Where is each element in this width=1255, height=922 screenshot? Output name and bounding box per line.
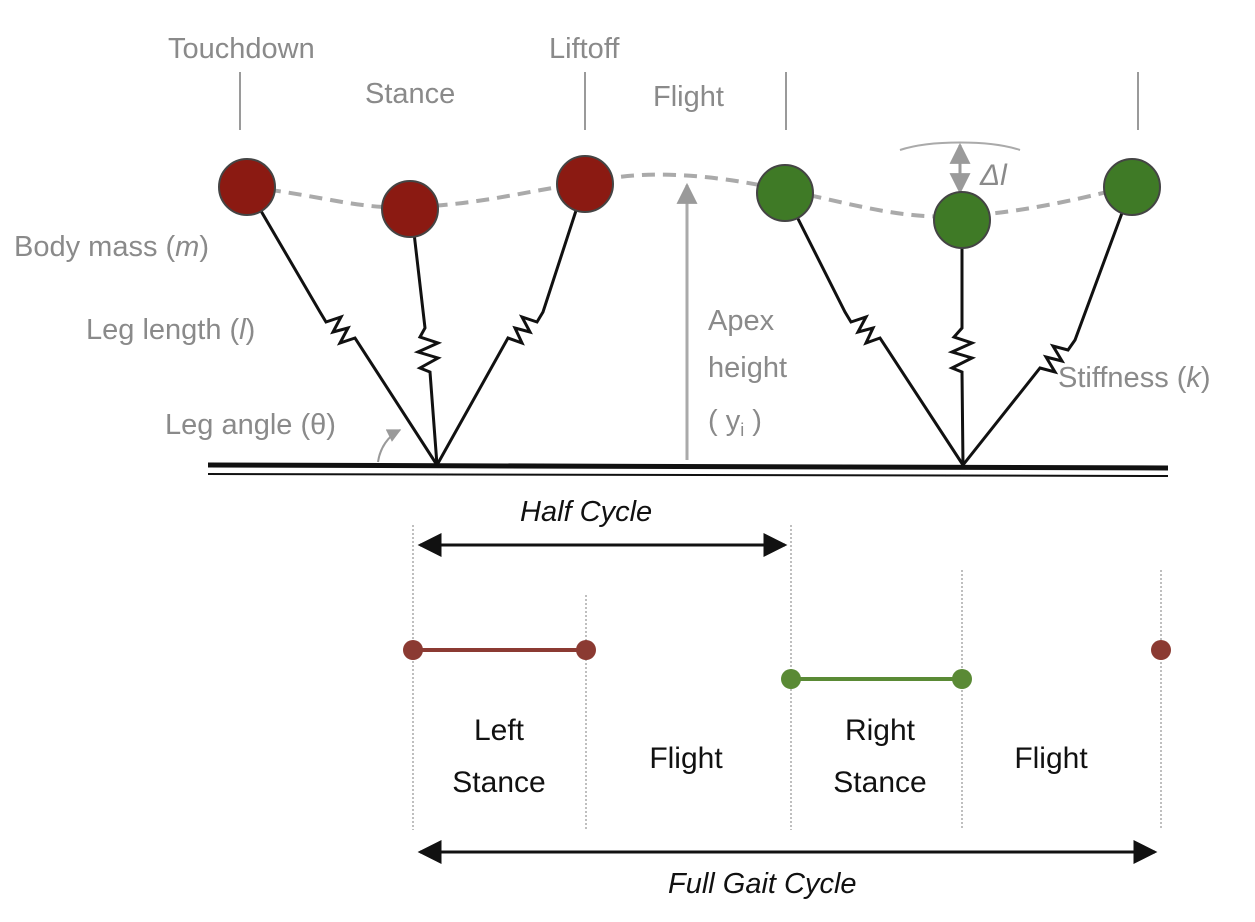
flight-label-1: Flight (649, 742, 723, 775)
apex-label-line3: ( yi ) (708, 405, 762, 440)
apex-label-line2: height (708, 352, 787, 384)
body-mass-liftoff (556, 155, 614, 213)
leg-angle-label: Leg angle (θ) (165, 409, 336, 441)
stance-label: Stance (365, 78, 455, 110)
next-touchdown-dot (1151, 640, 1171, 660)
half-cycle-label: Half Cycle (520, 496, 652, 528)
leg-angle-arc (377, 429, 402, 463)
body-mass-midstance-right (933, 191, 991, 249)
leg-midstance-right (947, 218, 977, 466)
right-legs (783, 185, 1134, 466)
left-stance-label-line2: Stance (452, 766, 545, 799)
flight-label-2: Flight (1014, 742, 1088, 775)
right-masses (756, 158, 1161, 249)
leg-liftoff (435, 182, 587, 466)
leg-midstance (409, 206, 443, 466)
body-mass-midstance (381, 180, 439, 238)
left-stance-label-line1: Left (474, 714, 525, 747)
body-mass-label: Body mass (m) (14, 231, 209, 263)
left-legs (245, 182, 587, 466)
apex-label-line1: Apex (708, 305, 775, 337)
right-stance-label-line2: Stance (833, 766, 926, 799)
leg-liftoff-right (961, 185, 1134, 466)
body-mass-touchdown (218, 158, 276, 216)
flight-label: Flight (653, 81, 724, 113)
body-mass-liftoff-right (1103, 158, 1161, 216)
ground (207, 462, 1169, 477)
left-stance-bar (403, 640, 596, 660)
stiffness-label: Stiffness (k) (1058, 362, 1211, 394)
delta-l-arc (899, 141, 1021, 151)
touchdown-label: Touchdown (168, 33, 315, 65)
body-mass-touchdown-right (756, 164, 814, 222)
liftoff-label: Liftoff (549, 33, 620, 65)
phase-ticks (239, 72, 1139, 130)
leg-touchdown-right (783, 192, 965, 466)
delta-l-label: Δl (979, 159, 1008, 192)
leg-length-label: Leg length (l) (86, 314, 255, 346)
left-masses (218, 155, 614, 238)
full-gait-cycle-label: Full Gait Cycle (668, 868, 857, 900)
leg-touchdown (245, 186, 439, 466)
right-stance-label-line1: Right (845, 714, 916, 747)
right-stance-bar (781, 669, 972, 689)
